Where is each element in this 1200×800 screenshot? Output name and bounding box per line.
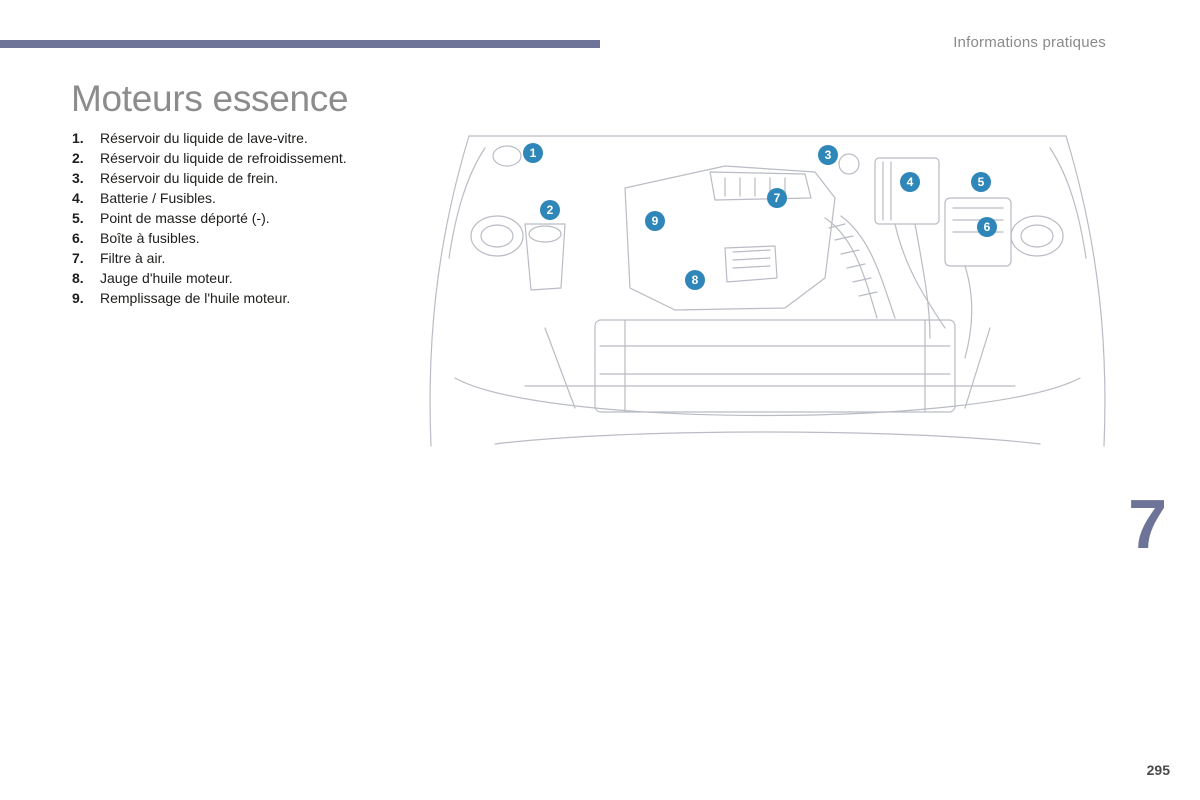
page-number: 295 — [1146, 762, 1170, 778]
cross-member — [544, 327, 991, 409]
legend-number: 7. — [72, 250, 84, 266]
legend-number: 1. — [72, 130, 84, 146]
svg-text:6: 6 — [984, 220, 991, 234]
fuse-box — [944, 197, 1012, 267]
legend-text: Filtre à air. — [100, 250, 166, 266]
header-accent-bar — [0, 40, 600, 48]
legend-number: 6. — [72, 230, 84, 246]
engine-block — [624, 165, 836, 311]
marker-5: 5 — [971, 172, 991, 192]
engine-cover — [724, 177, 786, 197]
legend-item: 6. Boîte à fusibles. — [72, 228, 412, 248]
engine-bay-diagram: 1 2 3 4 5 6 7 8 — [429, 135, 1106, 447]
legend-item: 7. Filtre à air. — [72, 248, 412, 268]
coolant-reservoir — [524, 223, 566, 291]
legend-text: Réservoir du liquide de lave-vitre. — [100, 130, 308, 146]
engine-cover — [709, 171, 812, 201]
left-strut-tower — [470, 215, 524, 257]
svg-text:3: 3 — [825, 148, 832, 162]
legend-text: Batterie / Fusibles. — [100, 190, 216, 206]
legend-item: 3. Réservoir du liquide de frein. — [72, 168, 412, 188]
marker-6: 6 — [977, 217, 997, 237]
legend-text: Boîte à fusibles. — [100, 230, 200, 246]
body-outline — [448, 147, 486, 259]
battery — [882, 161, 892, 221]
front-bumper — [454, 377, 1081, 417]
section-label: Informations pratiques — [953, 34, 1106, 51]
svg-text:1: 1 — [530, 146, 537, 160]
radiator-frame — [599, 319, 951, 413]
body-outline — [1049, 147, 1087, 259]
right-strut-tower — [1010, 215, 1064, 257]
legend-text: Réservoir du liquide de frein. — [100, 170, 279, 186]
intake-manifold — [724, 245, 778, 283]
battery — [874, 157, 940, 225]
legend-item: 1. Réservoir du liquide de lave-vitre. — [72, 128, 412, 148]
svg-text:2: 2 — [547, 203, 554, 217]
svg-text:8: 8 — [692, 273, 699, 287]
body-outline — [429, 135, 470, 447]
legend-number: 3. — [72, 170, 84, 186]
legend-number: 9. — [72, 290, 84, 306]
legend-number: 8. — [72, 270, 84, 286]
legend-item: 2. Réservoir du liquide de refroidissemen… — [72, 148, 412, 168]
svg-text:4: 4 — [907, 175, 914, 189]
radiator-frame — [594, 319, 956, 413]
cable — [894, 223, 946, 329]
legend-item: 5. Point de masse déporté (-). — [72, 208, 412, 228]
air-duct — [840, 215, 896, 319]
marker-8: 8 — [685, 270, 705, 290]
intake-manifold — [732, 249, 771, 269]
cable — [964, 265, 973, 359]
marker-1: 1 — [523, 143, 543, 163]
svg-text:9: 9 — [652, 214, 659, 228]
legend-number: 5. — [72, 210, 84, 226]
right-strut-tower — [1020, 224, 1054, 248]
marker-2: 2 — [540, 200, 560, 220]
legend-text: Remplissage de l'huile moteur. — [100, 290, 291, 306]
left-strut-tower — [480, 224, 514, 248]
air-duct — [828, 223, 878, 297]
marker-3: 3 — [818, 145, 838, 165]
marker-4: 4 — [900, 172, 920, 192]
body-outline — [1065, 135, 1106, 447]
legend-item: 9. Remplissage de l'huile moteur. — [72, 288, 412, 308]
coolant-reservoir — [528, 225, 562, 243]
legend-text: Jauge d'huile moteur. — [100, 270, 233, 286]
legend-text: Point de masse déporté (-). — [100, 210, 270, 226]
front-bumper — [494, 431, 1041, 445]
legend-number: 2. — [72, 150, 84, 166]
cable — [914, 223, 931, 339]
marker-9: 9 — [645, 211, 665, 231]
svg-text:7: 7 — [774, 191, 781, 205]
air-duct — [824, 217, 878, 319]
legend-item: 4. Batterie / Fusibles. — [72, 188, 412, 208]
legend-item: 8. Jauge d'huile moteur. — [72, 268, 412, 288]
legend-text: Réservoir du liquide de refroidissement. — [100, 150, 347, 166]
brake-reservoir — [838, 153, 860, 175]
washer-reservoir — [492, 145, 522, 167]
component-legend: 1. Réservoir du liquide de lave-vitre. 2.… — [72, 128, 412, 308]
legend-number: 4. — [72, 190, 84, 206]
marker-7: 7 — [767, 188, 787, 208]
page-title: Moteurs essence — [71, 78, 349, 119]
chapter-number: 7 — [1128, 485, 1167, 563]
svg-text:5: 5 — [978, 175, 985, 189]
